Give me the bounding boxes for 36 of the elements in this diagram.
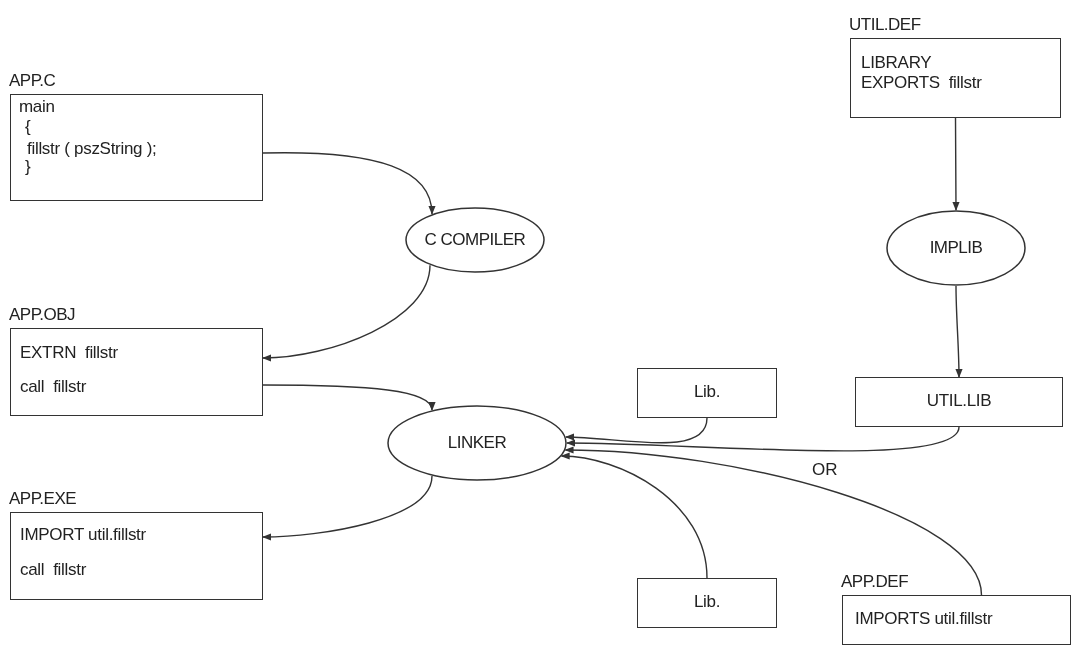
code-line: LIBRARY [861,53,932,73]
file-name: APP.OBJ [9,305,76,325]
arrow [262,264,431,362]
file-name: APP.C [9,71,56,91]
alternative-label: OR [812,460,838,480]
code-line: fillstr ( pszString ); [27,139,157,159]
code-line: IMPORTS util.fillstr [855,609,993,629]
code-line: call fillstr [20,560,86,580]
arrow [262,152,435,215]
arrow [560,452,708,579]
file-name: APP.EXE [9,489,77,509]
arrow [566,426,960,452]
file-name: APP.DEF [841,572,909,592]
arrow [262,475,433,541]
code-line: main [19,97,55,117]
code-line: Lib. [692,592,722,612]
arrow [564,446,983,596]
file-box [637,578,777,628]
arrow [955,285,963,378]
file-name: UTIL.DEF [849,15,921,35]
code-line: EXPORTS fillstr [861,73,982,93]
code-line: EXTRN fillstr [20,343,118,363]
file-box [855,377,1063,427]
code-line: IMPORT util.fillstr [20,525,146,545]
process-label: LINKER [447,433,507,452]
code-line: call fillstr [20,377,86,397]
code-line: UTIL.LIB [925,391,993,411]
process-label: IMPLIB [929,238,983,257]
code-line: } [25,157,31,177]
arrow [262,384,434,411]
code-line: { [25,117,31,137]
arrow [564,417,708,444]
file-box [637,368,777,418]
arrow [952,117,960,211]
process-label: C COMPILER [424,230,526,249]
code-line: Lib. [692,382,722,402]
